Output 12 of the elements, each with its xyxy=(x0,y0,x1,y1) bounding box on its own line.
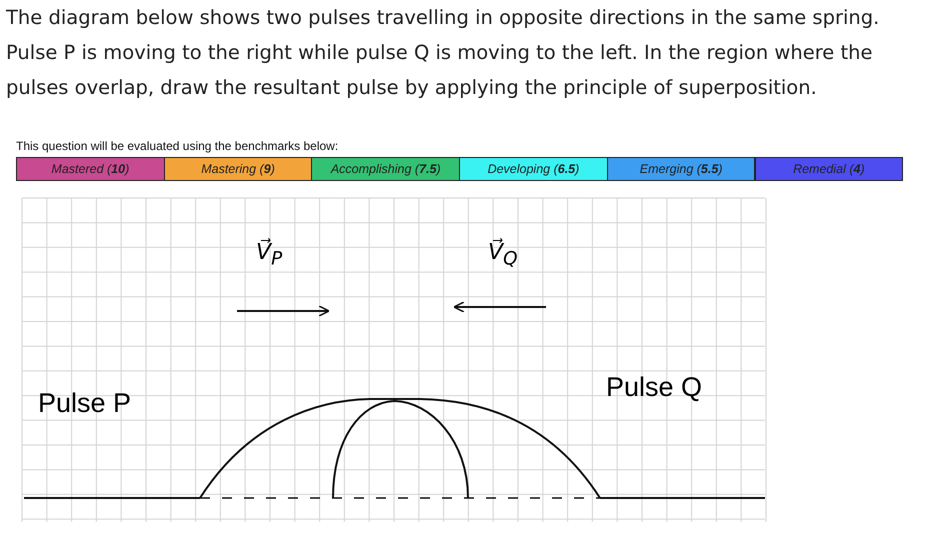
benchmark-band: Emerging (5.5) xyxy=(606,157,756,181)
pulse-label: Pulse P xyxy=(38,388,132,419)
benchmark-band: Remedial (4) xyxy=(754,157,904,181)
benchmark-band: Mastering (9) xyxy=(164,157,312,181)
benchmark-band: Mastered (10) xyxy=(16,157,165,181)
benchmark-band: Accomplishing (7.5) xyxy=(311,157,460,181)
velocity-label: V⃗$_{Q}$ xyxy=(488,240,518,270)
instruction-note: This question will be evaluated using the benchmarks below: xyxy=(16,139,338,153)
question-text: The diagram below shows two pulses travelling in opposite directions in the same spring. Pulse P is moving to the right while pulse Q is moving to the left. In the region where the pulses overlap, draw the resultant pulse by applying the principle of superposition. xyxy=(6,5,880,101)
benchmark-band: Developing (6.5) xyxy=(459,157,608,181)
pulse-label: Pulse Q xyxy=(606,372,702,403)
velocity-label: V⃗$_{P}$ xyxy=(256,240,282,270)
